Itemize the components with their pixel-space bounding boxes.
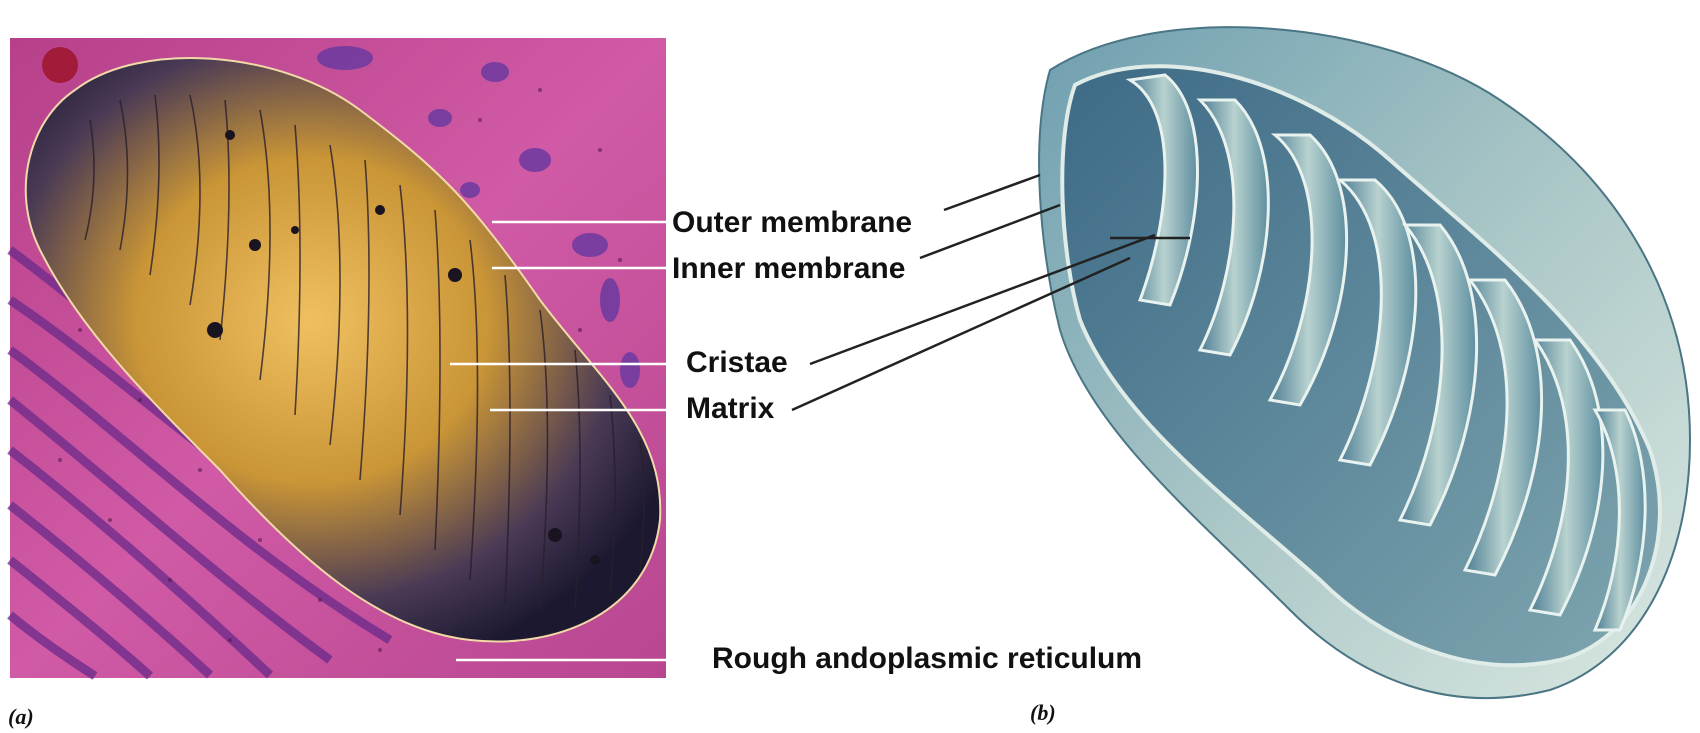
label-rough-er: Rough andoplasmic reticulum — [712, 642, 1142, 676]
cutaway-model-panel — [792, 27, 1690, 698]
red-granule — [42, 47, 78, 83]
label-outer-membrane: Outer membrane — [672, 206, 912, 240]
label-cristae: Cristae — [686, 346, 788, 380]
micrograph-panel — [10, 38, 668, 678]
caption-panel-b: (b) — [1030, 700, 1056, 726]
label-inner-membrane: Inner membrane — [672, 252, 905, 286]
caption-panel-a: (a) — [8, 704, 34, 730]
label-matrix: Matrix — [686, 392, 774, 426]
leader-inner-membrane-b — [920, 205, 1060, 258]
leader-outer-membrane-b — [944, 175, 1040, 210]
